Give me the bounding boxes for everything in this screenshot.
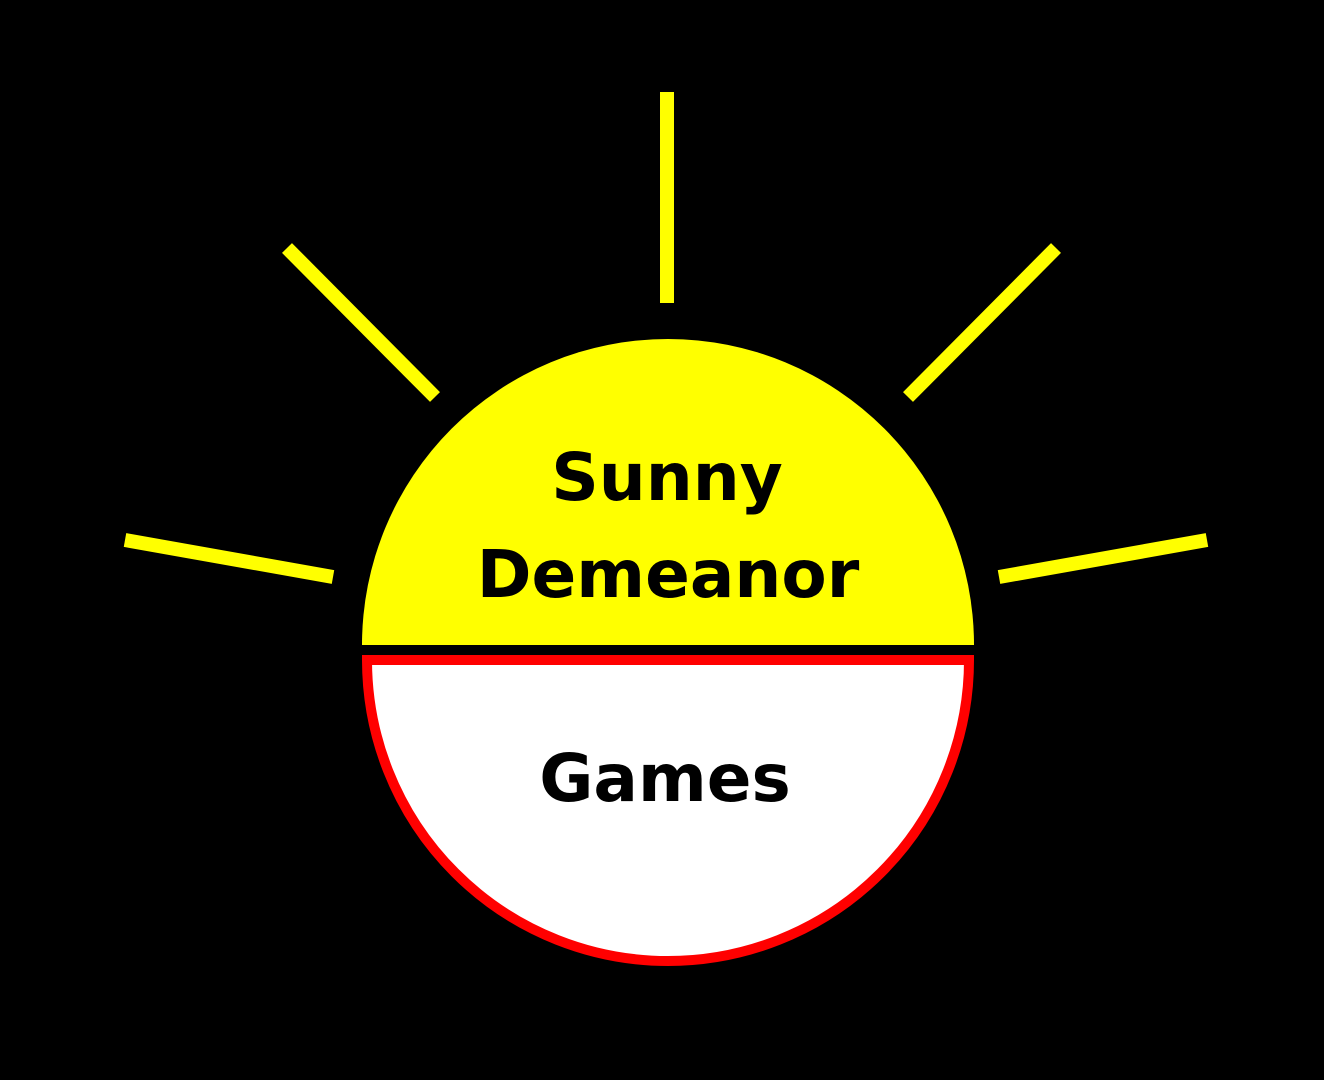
sun-ray-upper-right — [903, 243, 1061, 402]
bottom-half — [361, 655, 975, 966]
sun-ray-left — [123, 533, 335, 584]
logo-text-sunny: Sunny — [551, 439, 783, 516]
logo-text-games: Games — [539, 740, 791, 817]
sun-rays — [123, 92, 1209, 584]
sun-top-half — [362, 339, 974, 645]
sun-ray-right — [997, 533, 1209, 584]
logo-text-demeanor: Demeanor — [477, 536, 860, 613]
sun-ray-upper-left — [282, 243, 440, 402]
